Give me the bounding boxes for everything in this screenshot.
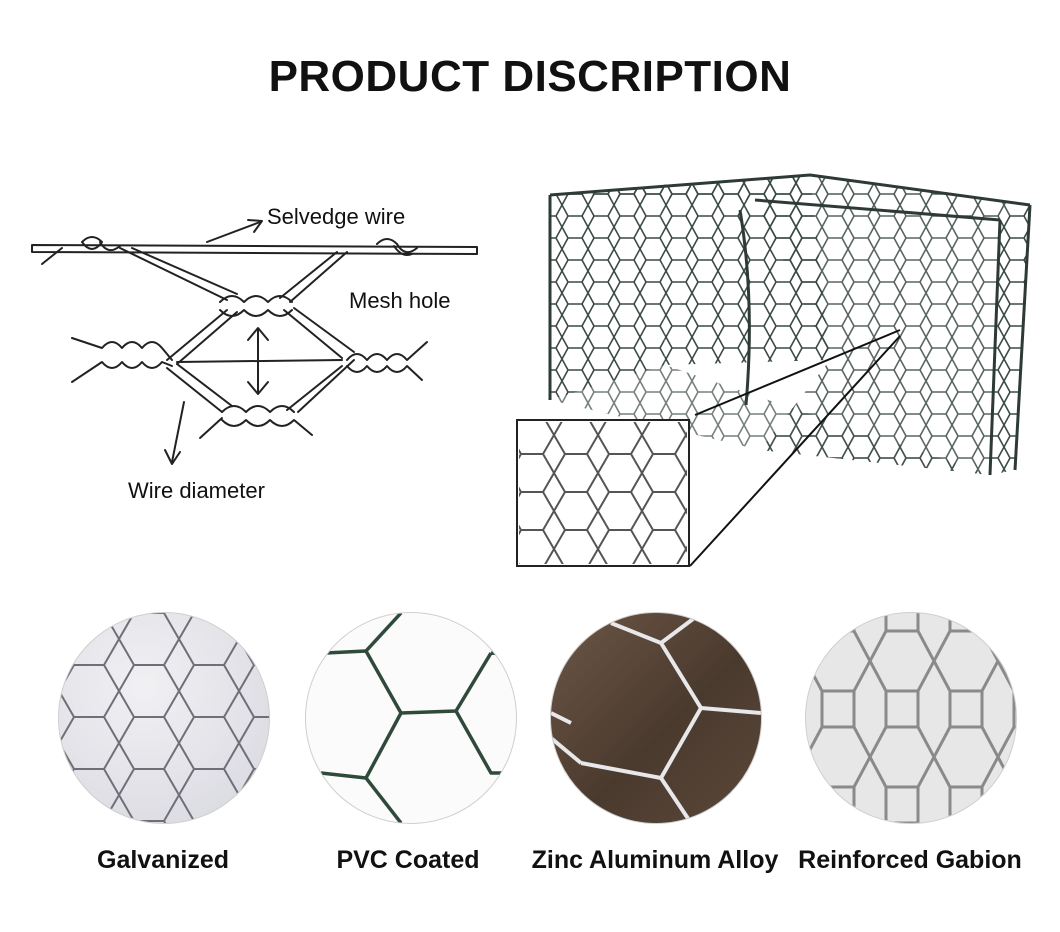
zinc-aluminum-mesh-photo [550, 612, 762, 824]
pvc-coated-mesh-pattern [320, 613, 516, 823]
mesh-diagram-drawing [31, 219, 478, 465]
variant-label-reinforced-gabion: Reinforced Gabion [798, 846, 1022, 874]
gabion-cage-illustration [510, 150, 1045, 580]
wire-diameter-label: Wire diameter [128, 478, 265, 503]
reinforced-gabion-mesh-pattern [806, 613, 1016, 823]
mesh-structure-diagram: Selvedge wire Mesh hole Wire diameter [22, 190, 492, 510]
gabion-cage-drawing [516, 173, 1032, 567]
galvanized-mesh-pattern [59, 613, 269, 823]
variant-label-zinc-aluminum-alloy: Zinc Aluminum Alloy [531, 846, 779, 874]
page-title: PRODUCT DISCRIPTION [268, 52, 792, 101]
selvedge-wire-label: Selvedge wire [267, 204, 406, 229]
zinc-aluminum-mesh-pattern [551, 613, 761, 823]
galvanized-mesh-photo [58, 612, 270, 824]
reinforced-gabion-mesh-photo [805, 612, 1017, 824]
pvc-coated-mesh-photo [305, 612, 517, 824]
variant-label-pvc-coated: PVC Coated [336, 846, 480, 874]
variant-label-galvanized: Galvanized [97, 846, 229, 874]
mesh-hole-label: Mesh hole [349, 288, 451, 313]
